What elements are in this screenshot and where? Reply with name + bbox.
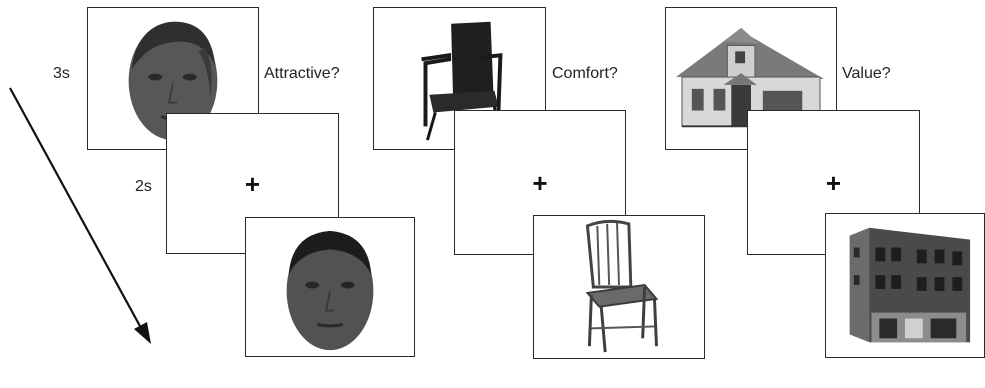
- fixation-cross: +: [244, 168, 261, 199]
- brick-building-photo: [849, 227, 971, 343]
- fixation-duration-label: 2s: [135, 178, 152, 195]
- question-attractive: Attractive?: [264, 65, 340, 82]
- office-chair-photo: [421, 21, 503, 141]
- stimulus-frame-male-face: [245, 217, 415, 357]
- question-value: Value?: [842, 65, 891, 82]
- male-face-photo: [286, 230, 374, 351]
- stimulus-frame-brick-building: [825, 213, 985, 358]
- female-face-photo: [128, 21, 218, 141]
- stimulus-duration-label: 3s: [53, 65, 70, 82]
- wooden-chair-photo: [585, 219, 659, 353]
- stimulus-frame-wooden-chair: [533, 215, 705, 359]
- fixation-cross: +: [825, 167, 842, 198]
- fixation-cross: +: [532, 167, 548, 198]
- question-comfort: Comfort?: [552, 65, 618, 82]
